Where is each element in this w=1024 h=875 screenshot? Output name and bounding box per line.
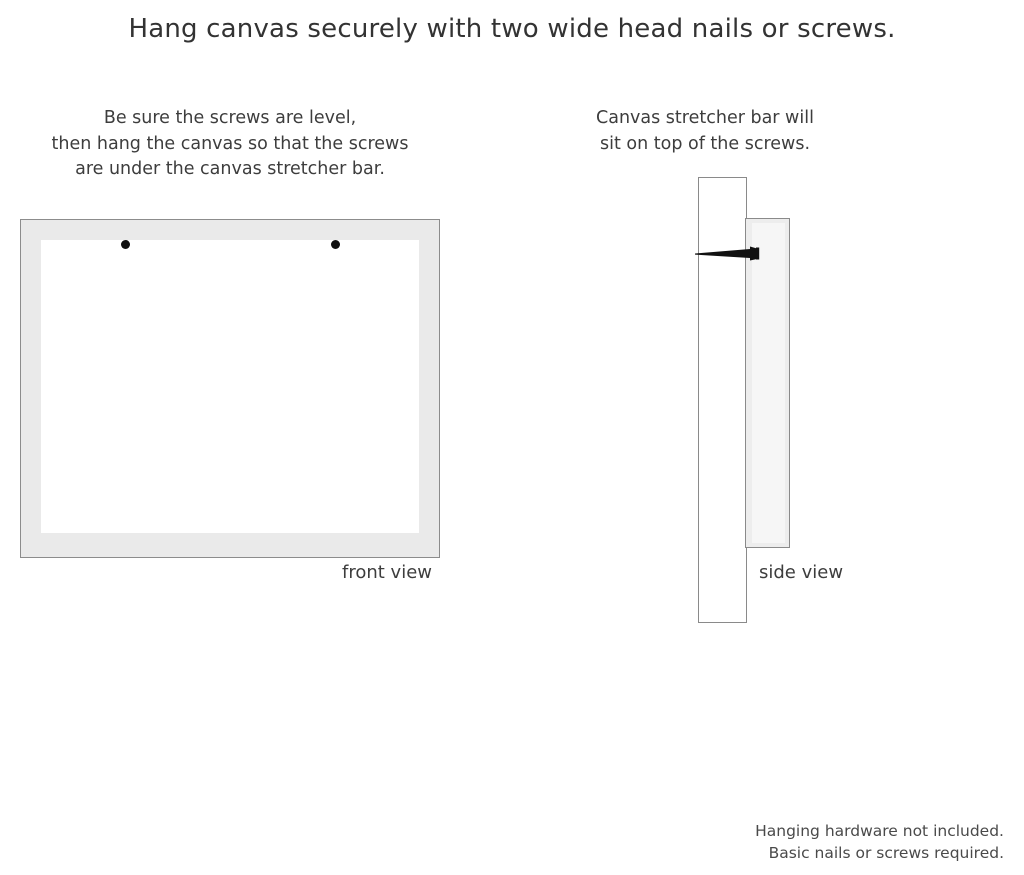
stretcher-bar-cross-section [745,218,790,548]
side-view-caption: Canvas stretcher bar will sit on top of … [585,106,825,157]
footer-note-line-2: Basic nails or screws required. [768,844,1004,862]
side-view-label: side view [759,562,844,583]
stretcher-bar-inner-face [752,223,785,543]
side-view-caption-line-2: sit on top of the screws. [599,133,811,154]
side-view-caption-line-1: Canvas stretcher bar will [596,108,814,128]
front-view-diagram [20,219,440,558]
page-title: Hang canvas securely with two wide head … [128,14,896,44]
screw-side-icon [695,242,765,264]
side-view-diagram [695,172,825,632]
footer-note-line-1: Hanging hardware not included. [755,822,1004,840]
screw-head-left-icon [121,240,130,249]
front-view-caption-line-2: then hang the canvas so that the screws [51,133,409,154]
front-view-label: front view [342,562,432,583]
front-view-caption-line-3: are under the canvas stretcher bar. [75,159,385,179]
front-view-caption-line-1: Be sure the screws are level, [103,108,357,128]
front-view-caption: Be sure the screws are level, then hang … [20,106,440,183]
footer-note: Hanging hardware not included. Basic nai… [704,820,1004,864]
canvas-face-area [41,240,419,533]
screw-head-right-icon [331,240,340,249]
